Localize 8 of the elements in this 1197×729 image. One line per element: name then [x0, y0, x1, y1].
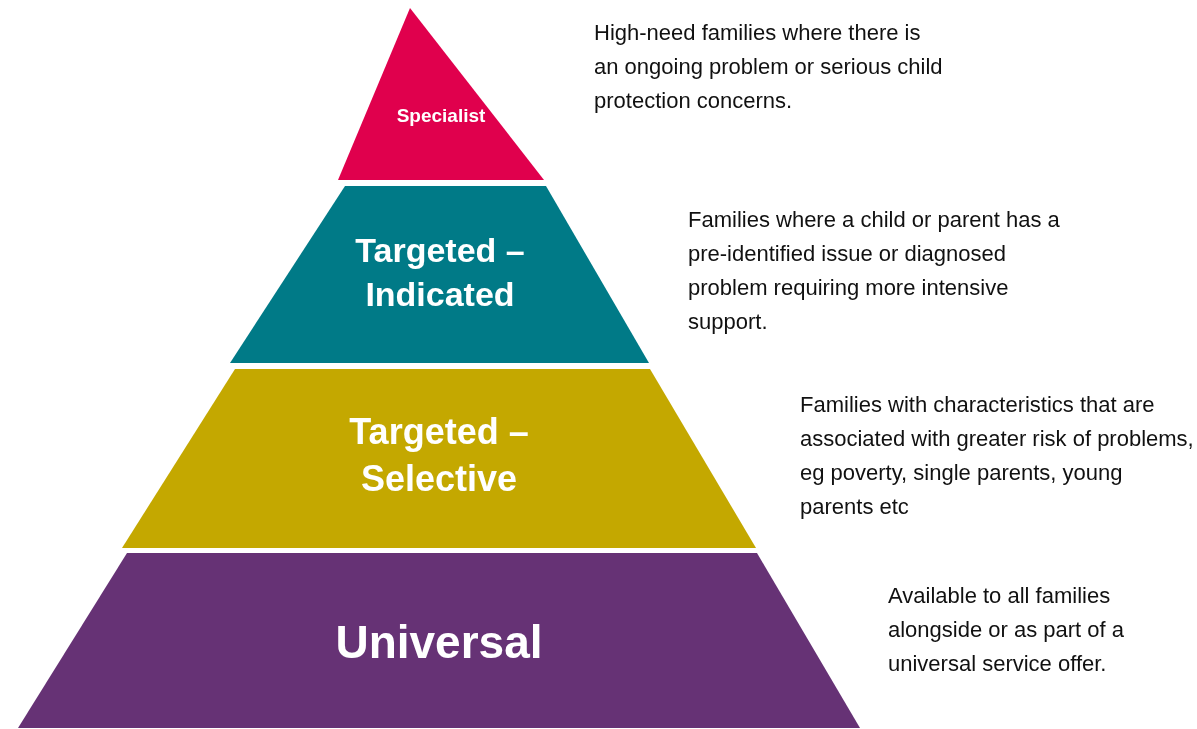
- description-text: Families with characteristics that are associated with greater risk of problems, eg poverty, single parents, young parents etc: [800, 391, 1195, 522]
- tier-label: Universal: [334, 615, 544, 670]
- description-text: High-need families where there is an ongoing problem or serious child protection concerns.: [594, 19, 944, 116]
- tier-label: Targeted – Selective: [348, 410, 530, 501]
- description-text: Available to all families alongside or as part of a universal service offer.: [888, 582, 1126, 679]
- description-text: Families where a child or parent has a pre-identified issue or diagnosed problem requiring more intensive support.: [688, 206, 1061, 337]
- tier-label: Specialist: [395, 104, 487, 128]
- tier-label: Targeted – Indicated: [354, 230, 526, 316]
